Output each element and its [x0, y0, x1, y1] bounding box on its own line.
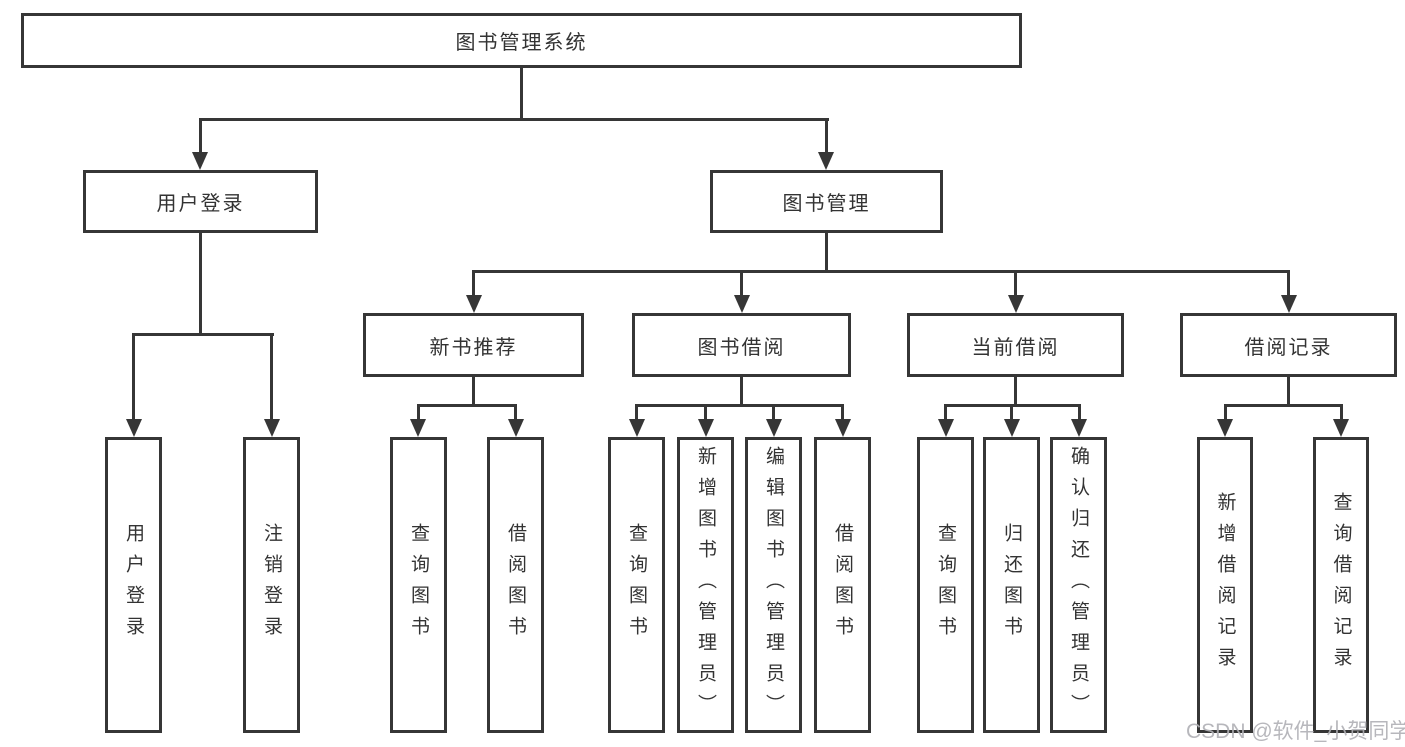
arrow-down-icon [264, 419, 280, 437]
arrow-down-icon [1008, 295, 1024, 313]
connector-line [825, 233, 828, 270]
connector-line [841, 404, 844, 422]
arrow-down-icon [192, 152, 208, 170]
leaf-query-books-2: 查询图书 [608, 437, 665, 733]
connector-line [1014, 270, 1017, 298]
connector-line [1010, 404, 1013, 422]
watermark-csdn: CSDN @软件_小贺同学 [1186, 720, 1405, 743]
leaf-logout-label: 注销登录 [261, 523, 282, 647]
connector-line [635, 404, 638, 422]
node-user-login-label: 用户登录 [156, 193, 245, 215]
leaf-add-books-admin: 新增图书（管理员） [677, 437, 734, 733]
leaf-query-borrow-record: 查询借阅记录 [1313, 437, 1369, 733]
leaf-add-books-admin-label: 新增图书（管理员） [695, 445, 716, 725]
node-borrow-record-label: 借阅记录 [1244, 336, 1333, 359]
leaf-query-borrow-record-label: 查询借阅记录 [1330, 492, 1352, 678]
arrow-down-icon [938, 419, 954, 437]
arrow-down-icon [126, 419, 142, 437]
arrow-down-icon [698, 419, 714, 437]
connector-line [514, 404, 517, 422]
node-root-label: 图书管理系统 [455, 32, 588, 54]
connector-line [199, 118, 829, 121]
arrow-down-icon [410, 419, 426, 437]
connector-line [199, 118, 202, 158]
node-book-borrow: 图书借阅 [632, 313, 851, 377]
connector-line [1287, 270, 1290, 298]
leaf-borrow-books-2-label: 借阅图书 [832, 523, 853, 647]
node-book-management-label: 图书管理 [782, 193, 871, 215]
arrow-down-icon [466, 295, 482, 313]
node-new-book-recommend: 新书推荐 [363, 313, 584, 377]
node-root: 图书管理系统 [21, 13, 1022, 68]
node-user-login: 用户登录 [83, 170, 318, 233]
connector-line [1224, 404, 1227, 422]
leaf-confirm-return-admin: 确认归还（管理员） [1050, 437, 1107, 733]
leaf-query-books-3: 查询图书 [917, 437, 974, 733]
connector-line [1287, 377, 1290, 404]
connector-line [417, 404, 420, 422]
arrow-down-icon [818, 152, 834, 170]
leaf-return-books: 归还图书 [983, 437, 1040, 733]
connector-line [772, 404, 775, 422]
node-book-management: 图书管理 [710, 170, 943, 233]
leaf-add-borrow-record: 新增借阅记录 [1197, 437, 1253, 733]
leaf-query-books-2-label: 查询图书 [626, 523, 647, 647]
leaf-query-books-3-label: 查询图书 [935, 523, 956, 647]
arrow-down-icon [1333, 419, 1349, 437]
leaf-edit-books-admin: 编辑图书（管理员） [745, 437, 802, 733]
connector-line [944, 404, 947, 422]
leaf-logout: 注销登录 [243, 437, 300, 733]
arrow-down-icon [1217, 419, 1233, 437]
connector-line [472, 377, 475, 404]
leaf-return-books-label: 归还图书 [1001, 523, 1022, 647]
connector-line [472, 270, 1290, 273]
connector-line [1078, 404, 1081, 422]
node-new-book-recommend-label: 新书推荐 [429, 336, 518, 359]
leaf-query-books-1: 查询图书 [390, 437, 447, 733]
arrow-down-icon [835, 419, 851, 437]
node-borrow-record: 借阅记录 [1180, 313, 1397, 377]
connector-line [199, 233, 202, 333]
node-current-borrow: 当前借阅 [907, 313, 1124, 377]
arrow-down-icon [629, 419, 645, 437]
arrow-down-icon [1281, 295, 1297, 313]
connector-line [704, 404, 707, 422]
arrow-down-icon [508, 419, 524, 437]
connector-line [132, 333, 135, 423]
connector-line [1224, 404, 1343, 407]
connector-line [270, 333, 273, 423]
leaf-confirm-return-admin-label: 确认归还（管理员） [1068, 445, 1089, 725]
connector-line [635, 404, 844, 407]
arrow-down-icon [734, 295, 750, 313]
leaf-add-borrow-record-label: 新增借阅记录 [1214, 492, 1236, 678]
connector-line [417, 404, 517, 407]
connector-line [740, 377, 743, 404]
connector-line [472, 270, 475, 298]
node-book-borrow-label: 图书借阅 [697, 336, 786, 359]
connector-line [132, 333, 274, 336]
leaf-user-login: 用户登录 [105, 437, 162, 733]
leaf-borrow-books-1: 借阅图书 [487, 437, 544, 733]
arrow-down-icon [766, 419, 782, 437]
connector-line [1340, 404, 1343, 422]
connector-line [1014, 377, 1017, 404]
leaf-borrow-books-2: 借阅图书 [814, 437, 871, 733]
leaf-edit-books-admin-label: 编辑图书（管理员） [763, 445, 784, 725]
connector-line [825, 118, 828, 158]
leaf-user-login-label: 用户登录 [123, 523, 144, 647]
node-current-borrow-label: 当前借阅 [971, 336, 1060, 359]
arrow-down-icon [1071, 419, 1087, 437]
leaf-query-books-1-label: 查询图书 [408, 523, 429, 647]
connector-line [740, 270, 743, 298]
leaf-borrow-books-1-label: 借阅图书 [505, 523, 526, 647]
connector-line [520, 68, 523, 120]
arrow-down-icon [1004, 419, 1020, 437]
